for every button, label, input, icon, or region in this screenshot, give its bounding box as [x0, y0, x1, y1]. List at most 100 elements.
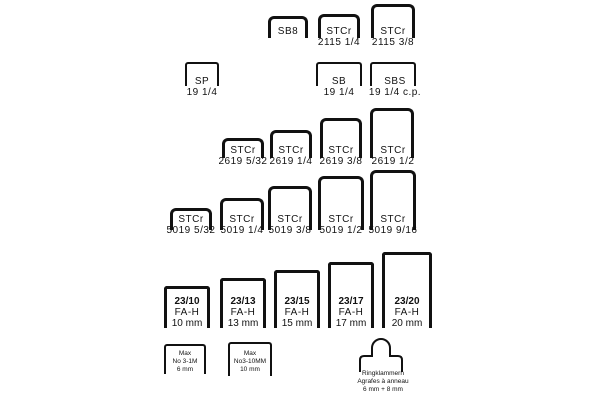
ring-staple-line2: Agrafes à anneau: [357, 378, 409, 385]
staple-stcr-2619-38-line2: 2619 3/8: [319, 156, 363, 167]
staple-stcr-2619-532-label: STCr 2619 5/32: [214, 145, 272, 167]
staple-sp-line1: SP: [194, 76, 210, 87]
staple-stcr-5019-12-label: STCr 5019 1/2: [313, 214, 369, 236]
staple-fah-2313-line3: 13 mm: [227, 318, 259, 329]
staple-fah-2310-label: 23/10 FA-H 10 mm: [160, 296, 214, 329]
ring-staple-shape: [359, 338, 403, 372]
staple-fah-2310-line1: 23/10: [174, 296, 200, 307]
staple-stcr-5019-12-line2: 5019 1/2: [319, 225, 363, 236]
staple-sp-label: SP 19 1/4: [178, 76, 226, 98]
staple-fah-2313-line2: FA-H: [230, 307, 256, 318]
staple-stcr-5019-12-line1: STCr: [328, 214, 354, 225]
ring-staple-label: Ringklammern Agrafes à anneau 6 mm + 8 m…: [345, 370, 421, 394]
staple-fah-2320-line3: 20 mm: [391, 318, 423, 329]
staple-sb-line2: 19 1/4: [323, 87, 355, 98]
staple-fah-2315-label: 23/15 FA-H 15 mm: [270, 296, 324, 329]
staple-sp-shape: [185, 62, 219, 86]
staple-stcr-5019-916-label: STCr 5019 9/16: [362, 214, 424, 236]
staple-max-no3-1m-line3: 6 mm: [176, 366, 194, 373]
staple-stcr-2115-14-shape: [318, 14, 360, 38]
staple-max-no3-10mm-line2: No3-10MM: [233, 358, 267, 365]
staple-fah-2310-line2: FA-H: [174, 307, 200, 318]
staple-sb8-line1: SB8: [277, 26, 299, 37]
staple-stcr-2619-38-line1: STCr: [328, 145, 354, 156]
staple-stcr-5019-916-line1: STCr: [380, 214, 406, 225]
staple-fah-2317-label: 23/17 FA-H 17 mm: [324, 296, 378, 329]
staple-sb-label: SB 19 1/4: [314, 76, 364, 98]
staple-max-no3-1m-label: Max No 3-1M 6 mm: [160, 350, 210, 374]
staple-stcr-5019-916-line2: 5019 9/16: [368, 225, 418, 236]
ring-staple-line1: Ringklammern: [362, 370, 404, 377]
staple-stcr-2619-12-label: STCr 2619 1/2: [365, 145, 421, 167]
staple-stcr-2115-38-shape: [371, 4, 415, 38]
staple-stcr-2115-14-line1: STCr: [326, 26, 352, 37]
staple-stcr-5019-38-shape: [268, 186, 312, 230]
staple-fah-2320-line2: FA-H: [394, 307, 420, 318]
staple-sp-line2: 19 1/4: [186, 87, 218, 98]
staple-max-no3-10mm-label: Max No3-10MM 10 mm: [224, 350, 276, 374]
staple-sb-shape: [316, 62, 362, 86]
staple-stcr-2619-532-line2: 2619 5/32: [218, 156, 268, 167]
staple-max-no3-10mm-line1: Max: [243, 350, 257, 357]
staple-stcr-2619-532-line1: STCr: [230, 145, 256, 156]
staple-stcr-2115-38-line1: STCr: [380, 26, 406, 37]
staple-stcr-5019-14-line1: STCr: [229, 214, 255, 225]
staple-fah-2317-shape: [328, 262, 374, 328]
staple-stcr-5019-916-shape: [370, 170, 416, 230]
staple-stcr-2619-14-line2: 2619 1/4: [269, 156, 313, 167]
staple-max-no3-10mm-line3: 10 mm: [240, 366, 260, 373]
staple-stcr-2115-38-line2: 2115 3/8: [371, 37, 415, 48]
ring-staple-line3: 6 mm + 8 mm: [363, 386, 403, 393]
staple-sb-line1: SB: [331, 76, 347, 87]
staple-max-no3-1m-line2: No 3-1M: [172, 358, 198, 365]
staple-fah-2320-shape: [382, 252, 432, 328]
staple-max-no3-1m-line1: Max: [178, 350, 192, 357]
staple-fah-2310-line3: 10 mm: [171, 318, 203, 329]
staple-stcr-2619-38-label: STCr 2619 3/8: [314, 145, 368, 167]
staple-sbs-label: SBS 19 1/4 c.p.: [364, 76, 426, 98]
staple-stcr-2619-12-shape: [370, 108, 414, 158]
staple-stcr-2619-38-shape: [320, 118, 362, 158]
staple-stcr-2619-14-label: STCr 2619 1/4: [264, 145, 318, 167]
staple-sbs-shape: [370, 62, 416, 86]
staple-stcr-5019-38-line2: 5019 3/8: [268, 225, 312, 236]
staple-fah-2317-line1: 23/17: [338, 296, 364, 307]
staple-fah-2320-line1: 23/20: [394, 296, 420, 307]
staple-max-no3-10mm-shape: [228, 342, 272, 376]
staple-stcr-5019-38-line1: STCr: [277, 214, 303, 225]
staple-fah-2315-line2: FA-H: [284, 307, 310, 318]
staple-fah-2313-label: 23/13 FA-H 13 mm: [216, 296, 270, 329]
staple-stcr-2619-12-line2: 2619 1/2: [371, 156, 415, 167]
staple-stcr-2619-532-shape: [222, 138, 264, 158]
staple-stcr-5019-14-label: STCr 5019 1/4: [214, 214, 270, 236]
staple-fah-2315-line1: 23/15: [284, 296, 310, 307]
staple-stcr-2115-14-label: STCr 2115 1/4: [313, 26, 365, 48]
staple-stcr-5019-38-label: STCr 5019 3/8: [262, 214, 318, 236]
staple-fah-2320-label: 23/20 FA-H 20 mm: [380, 296, 434, 329]
staple-sb8-shape: [268, 16, 308, 38]
staple-sbs-line1: SBS: [384, 76, 406, 87]
staple-fah-2315-line3: 15 mm: [281, 318, 313, 329]
staple-stcr-5019-14-shape: [220, 198, 264, 230]
staple-stcr-2619-14-line1: STCr: [278, 145, 304, 156]
staple-stcr-2115-14-line2: 2115 1/4: [317, 37, 361, 48]
staple-stcr-5019-532-line2: 5019 5/32: [166, 225, 216, 236]
staple-stcr-5019-14-line2: 5019 1/4: [220, 225, 264, 236]
staple-stcr-5019-532-shape: [170, 208, 212, 230]
staple-stcr-5019-532-line1: STCr: [178, 214, 204, 225]
staple-fah-2317-line2: FA-H: [338, 307, 364, 318]
staple-sb8-label: SB8: [268, 26, 308, 37]
staple-stcr-2619-14-shape: [270, 130, 312, 158]
staple-sbs-line2: 19 1/4 c.p.: [368, 87, 422, 98]
staple-stcr-5019-532-label: STCr 5019 5/32: [162, 214, 220, 236]
staple-fah-2313-shape: [220, 278, 266, 328]
staple-fah-2315-shape: [274, 270, 320, 328]
staple-stcr-5019-12-shape: [318, 176, 364, 230]
staple-stcr-2619-12-line1: STCr: [380, 145, 406, 156]
staple-stcr-2115-38-label: STCr 2115 3/8: [366, 26, 420, 48]
staple-fah-2317-line3: 17 mm: [335, 318, 367, 329]
staple-fah-2310-shape: [164, 286, 210, 328]
staple-max-no3-1m-shape: [164, 344, 206, 374]
staple-fah-2313-line1: 23/13: [230, 296, 256, 307]
